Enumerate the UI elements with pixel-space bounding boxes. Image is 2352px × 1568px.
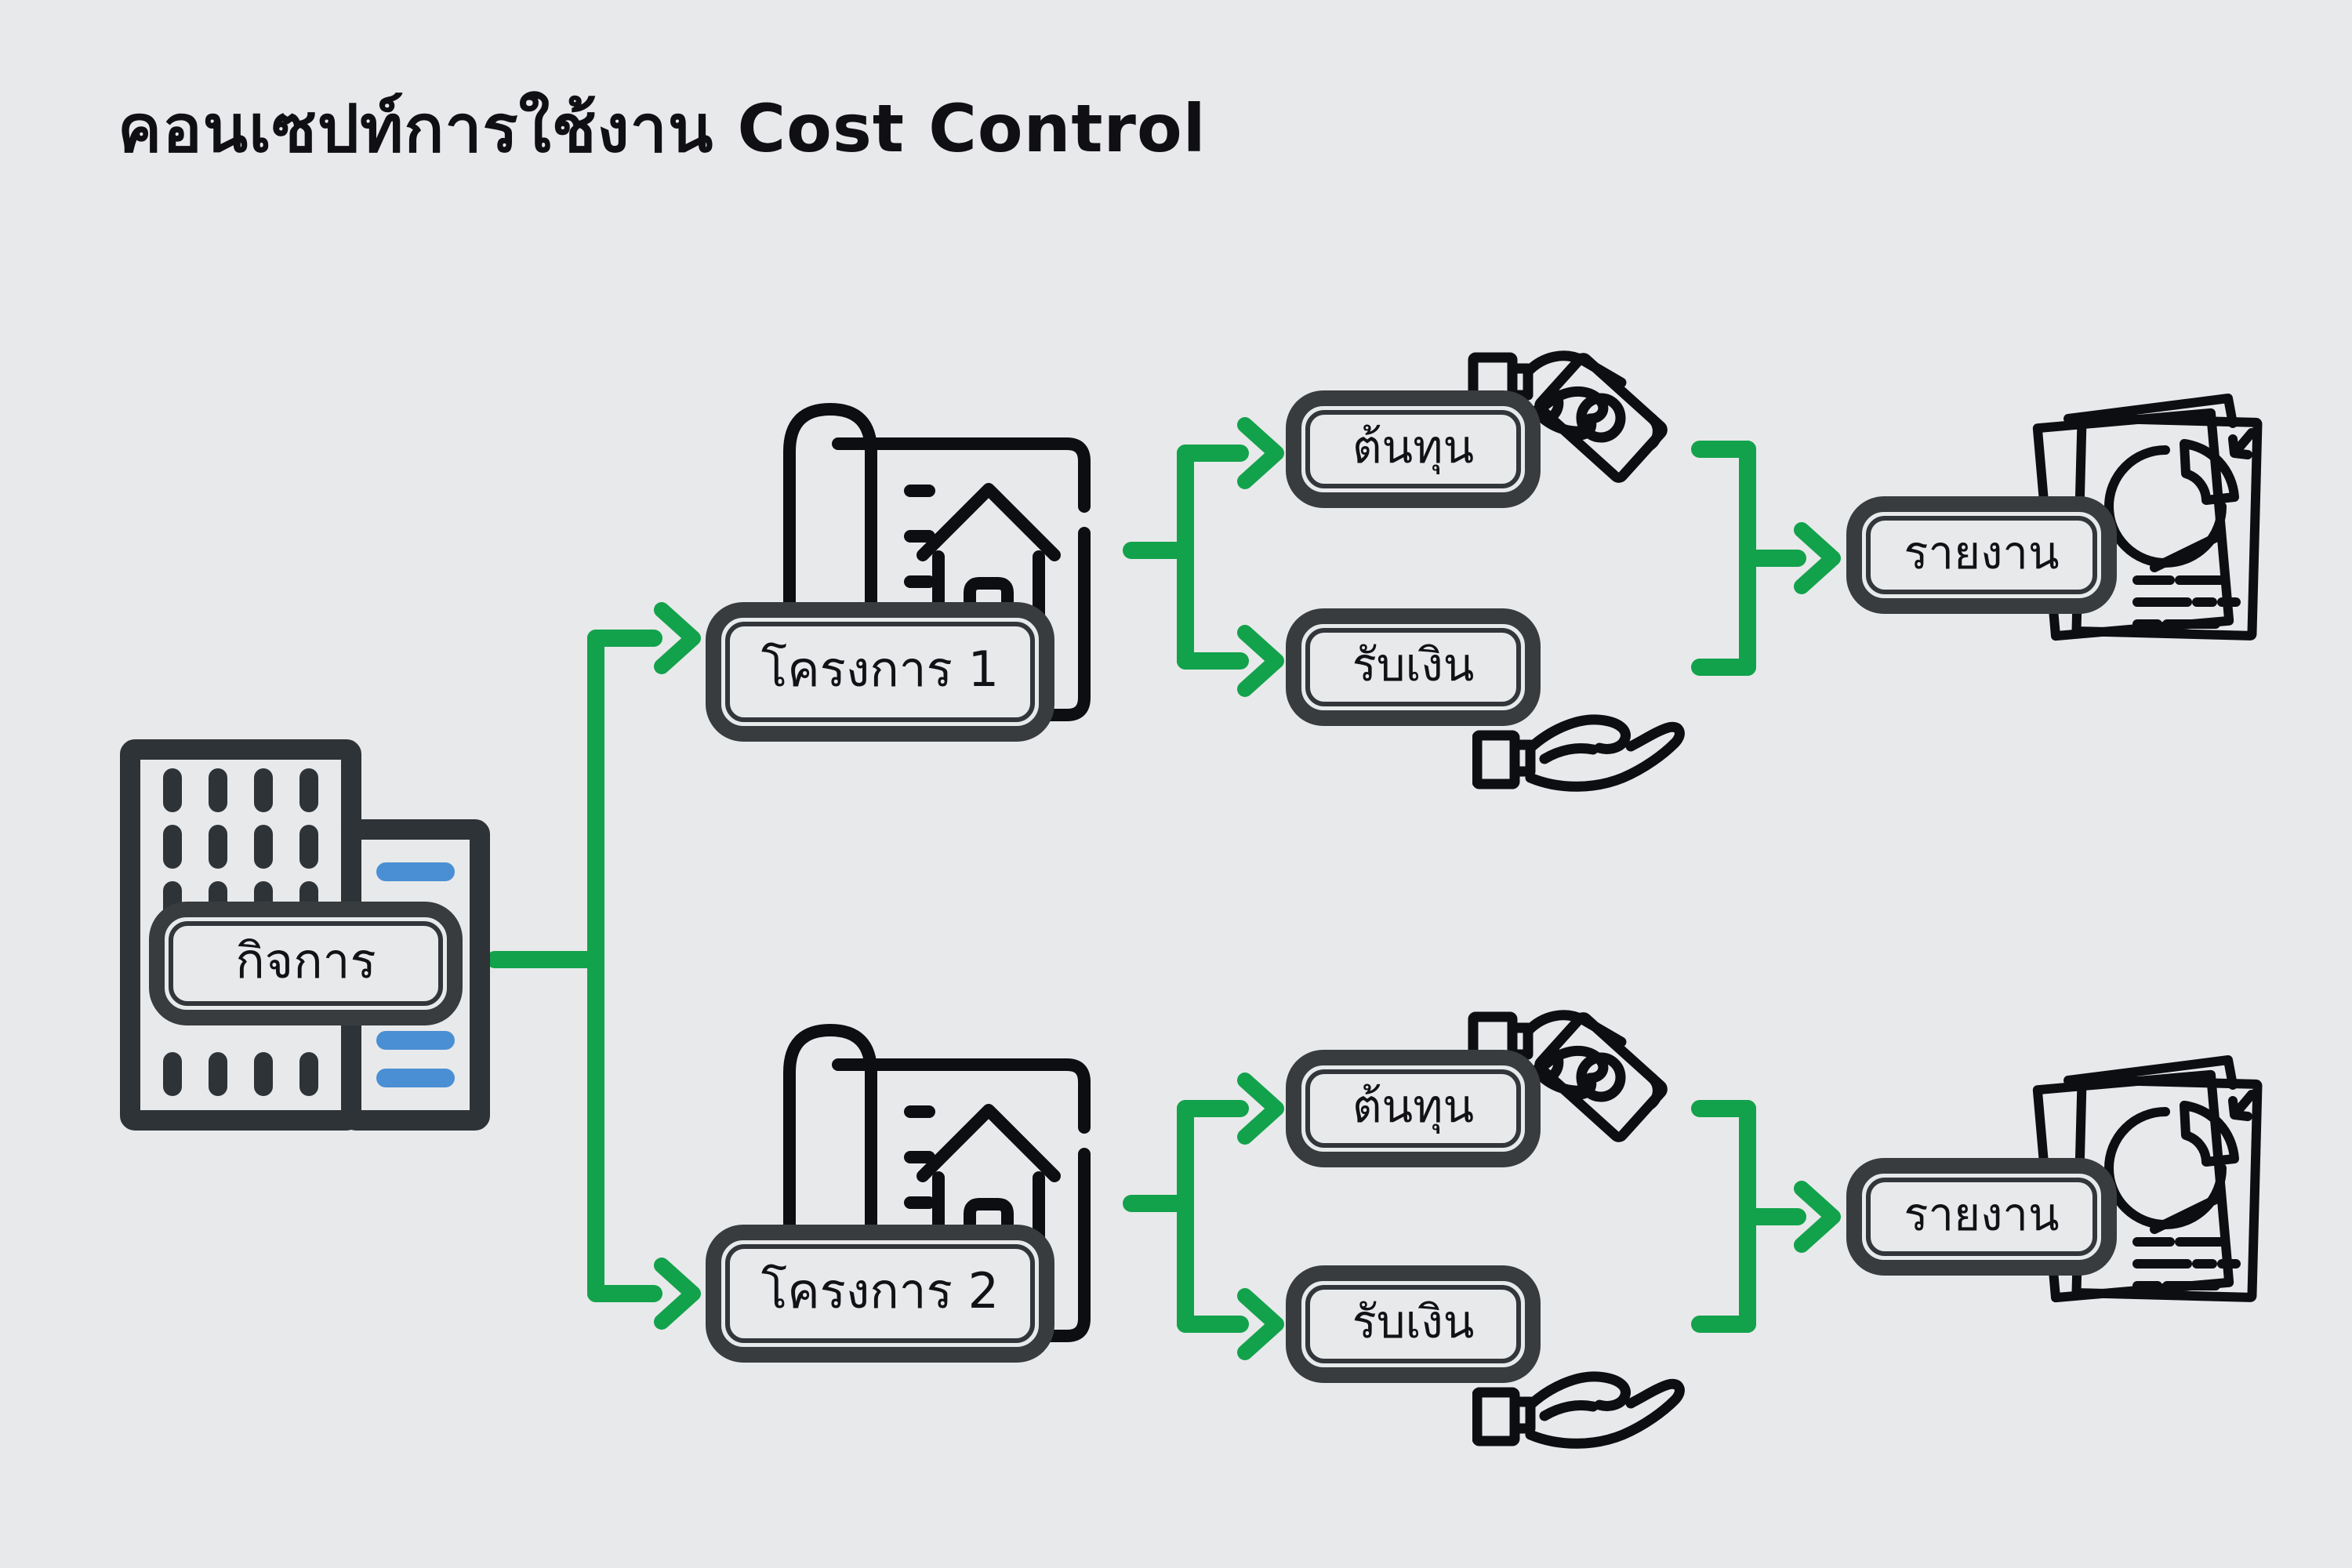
node-cost-1: ต้นทุน xyxy=(1286,390,1541,508)
node-receive-2-label: รับเงิน xyxy=(1352,1295,1475,1348)
connector-to-receive2 xyxy=(1177,1316,1249,1333)
node-receive-1: รับเงิน xyxy=(1286,608,1541,726)
node-cost-2-label: ต้นทุน xyxy=(1352,1080,1475,1133)
connector-to-cost1 xyxy=(1177,445,1249,462)
node-report-2: รายงาน xyxy=(1846,1158,2117,1276)
node-report-1: รายงาน xyxy=(1846,496,2117,614)
arrowhead-icon xyxy=(1794,522,1841,594)
arrowhead-icon xyxy=(654,602,701,674)
connector-project1-split xyxy=(1123,542,1194,559)
node-cost-2: ต้นทุน xyxy=(1286,1050,1541,1167)
connector-to-project1 xyxy=(587,630,662,647)
node-project-2: โครงการ 2 xyxy=(706,1225,1054,1363)
hand-receiving-money-icon xyxy=(1472,1371,1685,1449)
arrowhead-icon xyxy=(654,1258,701,1330)
node-receive-1-label: รับเงิน xyxy=(1352,638,1475,691)
arrowhead-icon xyxy=(1237,1288,1284,1360)
connector-to-cost2 xyxy=(1177,1100,1249,1117)
node-project-1-label: โครงการ 1 xyxy=(760,641,1000,698)
arrowhead-icon xyxy=(1237,1073,1284,1145)
node-business: กิจการ xyxy=(149,902,463,1025)
connector-to-receive1 xyxy=(1177,652,1249,670)
connector-project2-split xyxy=(1123,1195,1194,1212)
connector-branch-vertical xyxy=(587,630,604,1302)
connector-business-branch xyxy=(486,951,596,968)
arrowhead-icon xyxy=(1237,417,1284,489)
connector-to-report2 xyxy=(1739,1208,1806,1225)
connector-to-report1 xyxy=(1739,550,1806,567)
hand-giving-money-icon xyxy=(1468,1010,1668,1142)
node-project-1: โครงการ 1 xyxy=(706,602,1054,742)
node-cost-1-label: ต้นทุน xyxy=(1352,420,1475,474)
connector-split2-vertical xyxy=(1177,1100,1194,1333)
hand-giving-money-icon xyxy=(1468,350,1668,483)
node-receive-2: รับเงิน xyxy=(1286,1265,1541,1383)
node-project-2-label: โครงการ 2 xyxy=(760,1262,1000,1319)
node-report-1-label: รายงาน xyxy=(1904,526,2060,579)
node-report-2-label: รายงาน xyxy=(1904,1188,2060,1241)
node-business-label: กิจการ xyxy=(235,932,376,989)
page-title: คอนเซปท์การใช้งาน Cost Control xyxy=(118,90,1207,167)
arrowhead-icon xyxy=(1237,625,1284,697)
connector-to-project2 xyxy=(587,1285,662,1302)
hand-receiving-money-icon xyxy=(1472,714,1685,792)
connector-split1-vertical xyxy=(1177,445,1194,670)
arrowhead-icon xyxy=(1794,1181,1841,1253)
